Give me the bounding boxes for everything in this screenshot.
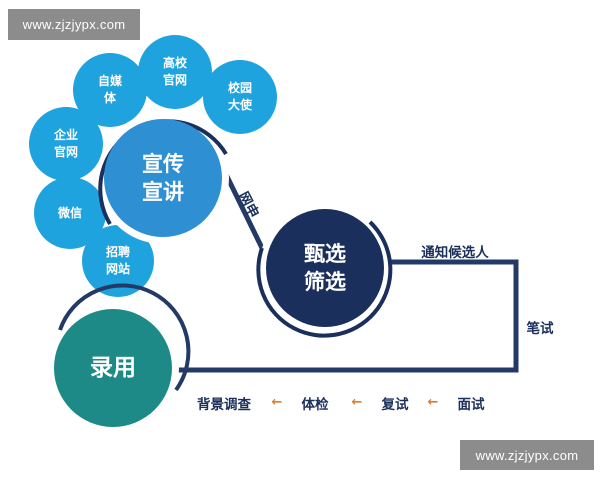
hub-hire-label: 录用 (90, 355, 136, 381)
hub-promotion (104, 119, 222, 237)
arrow-left-icon: ← (351, 394, 363, 410)
step-interview: 面试 (457, 397, 485, 413)
petal-wechat (34, 177, 106, 249)
hub-screening (266, 209, 384, 327)
hub-screening-ring (256, 220, 393, 338)
petal-self-media (73, 53, 147, 127)
petal-label-ambassador: 校园 大使 (227, 81, 252, 112)
step-notify-candidates: 通知候选人 (421, 245, 489, 261)
hub-hire (54, 309, 172, 427)
petal-university (138, 35, 212, 109)
hub-promotion-label: 宣传 宣讲 (142, 152, 184, 204)
watermark-bottom: www.zjzjypx.com (460, 440, 594, 470)
flow-path-loop (152, 259, 519, 373)
arrow-left-icon: ← (271, 394, 283, 410)
step-written-test: 笔试 (526, 321, 554, 337)
petal-label-self-media: 自媒 体 (97, 74, 122, 105)
hub-hire-ring (58, 283, 191, 392)
petal-label-wechat: 微信 (57, 205, 82, 220)
hub-screening-label: 甄选 筛选 (304, 242, 346, 294)
step-physical-exam: 体检 (301, 397, 329, 413)
step-second-interview: 复试 (381, 397, 409, 413)
petal-label-university: 高校 官网 (162, 56, 187, 87)
petal-label-job-site: 招聘 网站 (105, 245, 130, 276)
petal-job-site (82, 225, 154, 297)
petal-label-company-site: 企业 官网 (53, 128, 78, 159)
arrow-left-icon: ← (427, 394, 439, 410)
watermark-top: www.zjzjypx.com (8, 9, 140, 40)
petal-ambassador (203, 60, 277, 134)
petal-company-site (29, 107, 103, 181)
step-background-check: 背景调查 (197, 397, 251, 413)
